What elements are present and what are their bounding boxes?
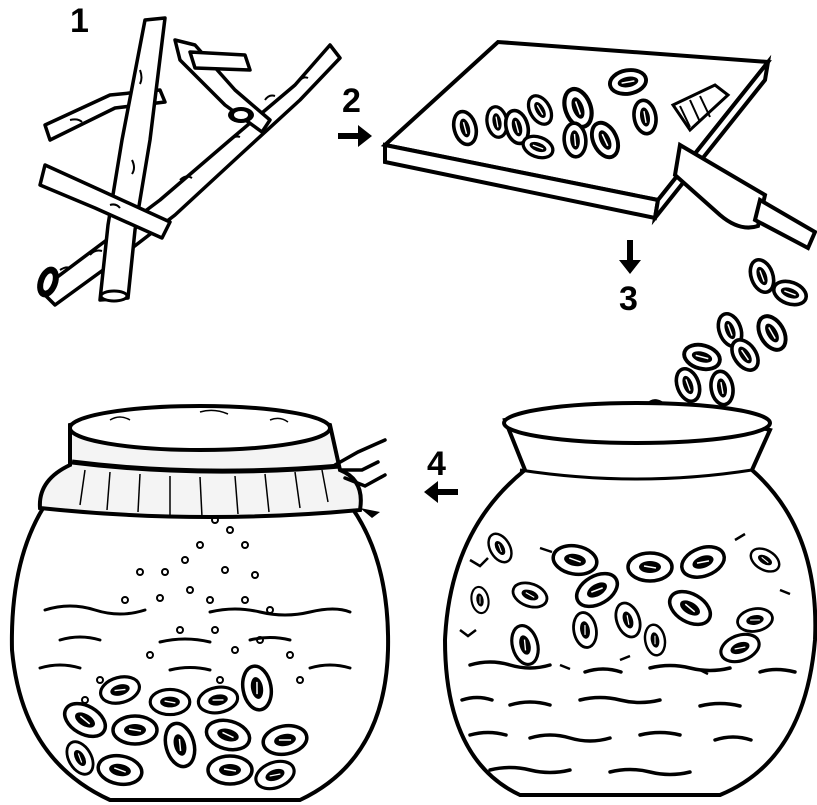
step-4-number: 4 (427, 445, 446, 483)
step-2-number: 2 (342, 82, 361, 120)
step-3-number: 3 (619, 280, 638, 318)
step-2-cutting-board-illustration (385, 42, 815, 248)
arrow-down-icon (619, 240, 641, 274)
step-1-number: 1 (70, 2, 89, 40)
step-3-pot-illustration (445, 403, 815, 795)
arrow-left-icon (424, 481, 458, 503)
arrow-right-icon (338, 125, 372, 147)
step-1-branches-illustration (33, 18, 340, 305)
step-4-covered-pot-illustration (12, 406, 388, 800)
